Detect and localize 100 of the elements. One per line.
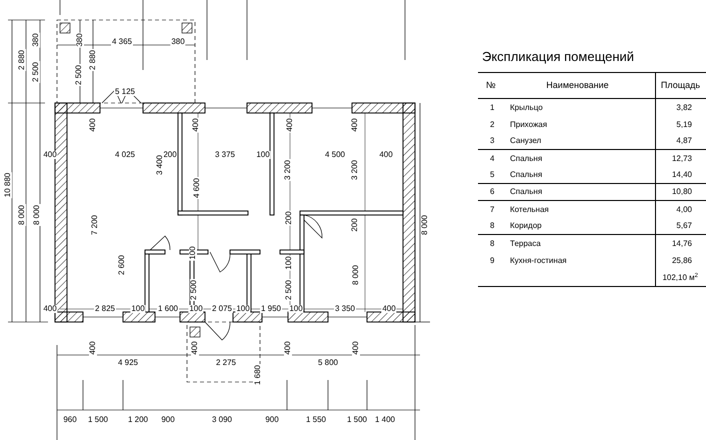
table-cell-text: 3,82	[675, 102, 693, 114]
dimension-label: 1 680	[254, 364, 262, 386]
dimension-label: 400	[89, 340, 97, 356]
dimension-label: 2 500	[285, 278, 293, 302]
table-cell-text: 8	[489, 238, 496, 250]
dimension-label: 400	[351, 117, 359, 133]
dimension-label: 1 500	[86, 416, 110, 424]
dimension-label: 3 350	[334, 305, 356, 313]
table-cell-text: 7	[489, 204, 496, 216]
dimension-label: 100	[130, 305, 146, 313]
dimension-label: 8 000	[421, 214, 429, 236]
dimension-label: 200	[351, 217, 359, 233]
dimension-label: 8 000	[18, 204, 26, 226]
dimension-label: 100	[188, 305, 204, 313]
dimension-label: 400	[42, 305, 58, 313]
dimension-label: 200	[162, 151, 178, 159]
table-cell-text: Спальня	[510, 186, 544, 198]
dimension-label: 1 550	[304, 416, 328, 424]
table-cell: 102,10 м$^{2}$	[662, 272, 698, 284]
dimension-label: 3 200	[351, 158, 359, 182]
dimension-label: 3 090	[210, 416, 234, 424]
dimension-label: 8 000	[352, 264, 360, 286]
table-cell-text: Крыльцо	[510, 102, 544, 114]
table-cell-text: 3	[489, 135, 496, 147]
dimension-label: 7 200	[91, 214, 99, 236]
table-cell-text: 4	[489, 152, 496, 164]
dimension-label: 2 880	[89, 48, 97, 72]
dimension-label: 3 375	[214, 151, 236, 159]
dimension-label: 400	[286, 117, 294, 133]
dimension-label: 1 500	[346, 416, 368, 424]
table-cell-text: 1	[489, 102, 496, 114]
dimension-label: 4 600	[193, 176, 201, 200]
dimension-label: 5 800	[316, 359, 340, 367]
dimension-label: 1 400	[374, 416, 396, 424]
dimension-label: 200	[285, 210, 293, 226]
dimension-label: 380	[32, 32, 40, 48]
table-cell-text: Котельная	[510, 204, 550, 216]
dimension-label: 2 500	[190, 278, 198, 302]
dimension-label: 2 880	[18, 48, 26, 72]
table-cell-text: 4,87	[675, 135, 693, 147]
dimension-label: 2 500	[32, 60, 40, 84]
dimension-label: 2 825	[94, 305, 116, 313]
dimension-label: 380	[170, 38, 186, 46]
dimension-label: 100	[235, 305, 251, 313]
table-cell-text: 5,19	[675, 118, 693, 130]
dimension-label: 960	[62, 416, 78, 424]
dimension-label: 400	[192, 117, 200, 133]
table-header: Площадь	[660, 78, 702, 92]
dimension-label: 5 125	[114, 88, 136, 96]
dimension-label: 2 500	[75, 64, 83, 86]
dimension-label: 2 275	[214, 359, 238, 367]
dimension-label: 10 880	[4, 172, 12, 198]
table-cell-text: 14,76	[670, 238, 693, 250]
dimension-label: 100	[189, 245, 197, 261]
table-cell-text: 5	[489, 169, 496, 181]
dimension-label: 2 075	[210, 305, 234, 313]
table-cell-text: Санузел	[510, 135, 542, 147]
dimension-label: 100	[255, 151, 271, 159]
table-cell-text: 14,40	[670, 169, 693, 181]
table-cell-text: Спальня	[510, 152, 544, 164]
dimension-label: 400	[378, 151, 394, 159]
table-cell-text: 12,73	[670, 152, 693, 164]
table-cell-text: Коридор	[510, 220, 543, 232]
dimension-label: 400	[89, 117, 97, 133]
dimension-label: 2 600	[118, 254, 126, 276]
table-cell-text: 4,00	[675, 204, 693, 216]
table-cell-text: Кухня-гостиная	[510, 254, 568, 266]
dimension-label: 100	[285, 255, 293, 271]
dimension-label: 3 400	[156, 154, 164, 176]
dimension-label: 400	[352, 340, 360, 356]
table-cell-text: Прихожая	[510, 118, 548, 130]
table-header: №	[485, 78, 497, 92]
table-cell-text: Терраса	[510, 238, 542, 250]
dimension-label: 400	[284, 340, 292, 356]
dimension-label: 400	[42, 151, 58, 159]
dimension-label: 4 500	[324, 151, 346, 159]
dimension-label: 1 600	[156, 305, 180, 313]
dimension-label: 4 025	[114, 151, 136, 159]
table-cell-text: Спальня	[510, 169, 544, 181]
table-header: Наименование	[545, 78, 610, 92]
dimension-label: 900	[264, 416, 280, 424]
dimension-label: 4 365	[110, 38, 134, 46]
dimension-label: 100	[288, 305, 304, 313]
dimension-label: 400	[191, 340, 199, 356]
table-cell-text: 9	[489, 254, 496, 266]
dimension-label: 4 925	[116, 359, 140, 367]
table-cell-text: 6	[489, 186, 496, 198]
table-cell-text: 2	[489, 118, 496, 130]
dimension-label: 8 000	[33, 204, 41, 226]
dimension-label: 380	[76, 32, 84, 48]
dimension-label: 1 950	[260, 305, 282, 313]
table-cell-text: 8	[489, 220, 496, 232]
dimension-label: 3 200	[284, 158, 292, 182]
table-cell-text: 25,86	[670, 254, 693, 266]
dimension-label: 400	[381, 305, 397, 313]
table-title: Экспликация помещений	[482, 50, 634, 63]
dimension-label: 900	[160, 416, 176, 424]
table-cell-text: 10,80	[670, 186, 693, 198]
table-cell-text: 5,67	[675, 220, 693, 232]
dimension-label: 1 200	[126, 416, 150, 424]
